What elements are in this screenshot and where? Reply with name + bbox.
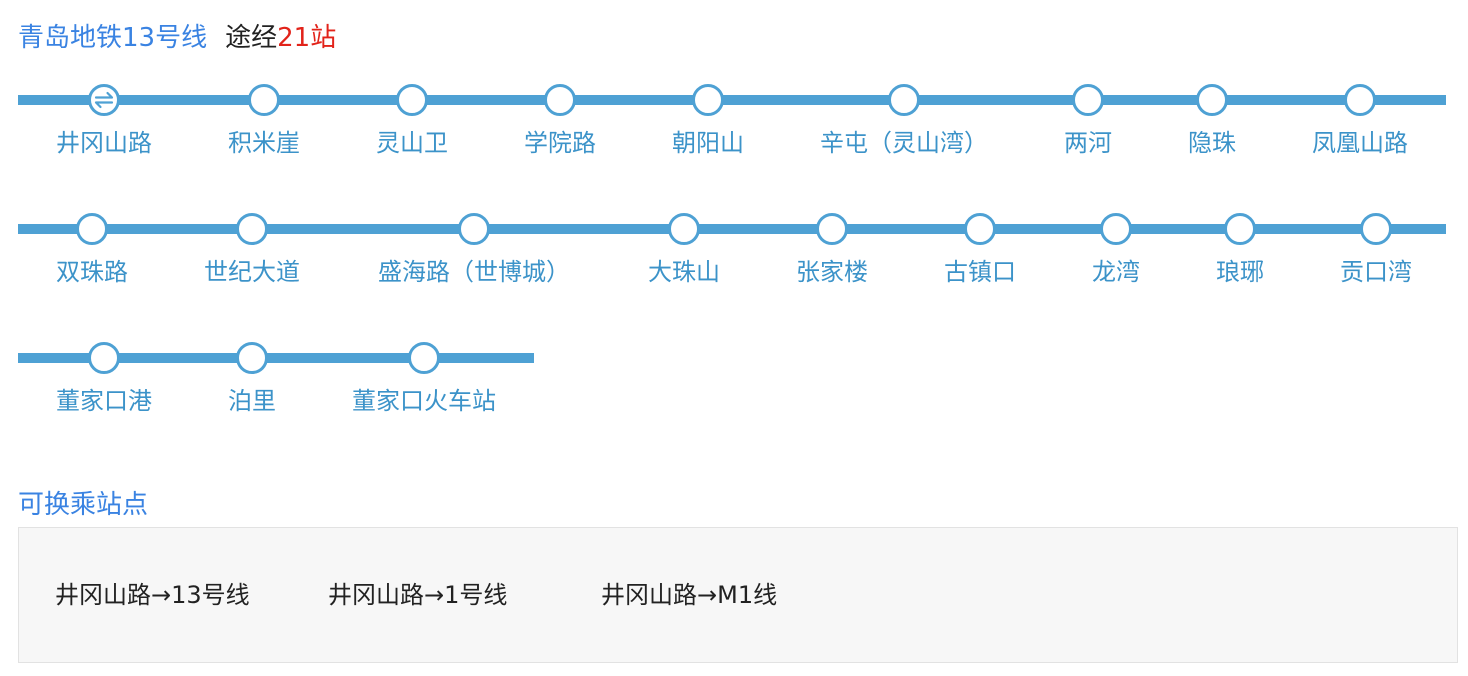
station-item[interactable]: 井冈山路 [18,84,190,174]
station-dot [1196,84,1228,116]
station-item[interactable]: 古镇口 [906,213,1054,303]
station-dot [236,342,268,374]
station-item[interactable]: 龙湾 [1054,213,1178,303]
transfer-item[interactable]: 井冈山路→13号线 [55,581,250,609]
transfer-icon [94,91,114,109]
station-item[interactable]: 学院路 [486,84,634,174]
station-item[interactable]: 大珠山 [610,213,758,303]
station-item[interactable]: 琅琊 [1178,213,1302,303]
station-dot [816,213,848,245]
route-row: 双珠路 世纪大道 盛海路（世博城） 大珠山 张家楼 古镇口 [18,213,1446,342]
via-text: 途经21站 [225,23,336,53]
station-name: 双珠路 [56,258,128,286]
station-name: 积米崖 [228,129,300,157]
station-name: 贡口湾 [1340,258,1412,286]
transfer-panel: 井冈山路→13号线 井冈山路→1号线 井冈山路→M1线 [18,527,1458,663]
station-name: 董家口火车站 [352,387,496,415]
station-dot [396,84,428,116]
station-name: 董家口港 [56,387,152,415]
station-name: 隐珠 [1188,129,1236,157]
station-dot [76,213,108,245]
station-count-suffix: 站 [310,23,337,53]
station-name: 凤凰山路 [1312,129,1408,157]
station-dot [1224,213,1256,245]
transfer-item[interactable]: 井冈山路→M1线 [601,581,778,609]
transfer-section-title: 可换乘站点 [18,490,149,520]
station-dot [888,84,920,116]
transfer-station-dot [88,84,120,116]
route-row: 董家口港 泊里 董家口火车站 [18,342,1446,471]
station-dot [964,213,996,245]
transfer-item[interactable]: 井冈山路→1号线 [328,581,508,609]
station-name: 琅琊 [1216,258,1264,286]
station-dot [1072,84,1104,116]
station-dot [458,213,490,245]
station-dot [1100,213,1132,245]
station-dot [692,84,724,116]
route-diagram: 井冈山路 积米崖 灵山卫 学院路 朝阳山 辛屯（灵山湾） [18,84,1446,471]
station-item[interactable]: 隐珠 [1150,84,1274,174]
station-dot [248,84,280,116]
station-name: 张家楼 [796,258,868,286]
station-item[interactable]: 辛屯（灵山湾） [782,84,1026,174]
station-dot [1344,84,1376,116]
station-item[interactable]: 贡口湾 [1302,213,1446,303]
station-item[interactable]: 世纪大道 [166,213,338,303]
station-dot [88,342,120,374]
station-name: 灵山卫 [376,129,448,157]
station-item[interactable]: 泊里 [190,342,314,432]
station-dot [408,342,440,374]
station-item[interactable]: 凤凰山路 [1274,84,1446,174]
route-row: 井冈山路 积米崖 灵山卫 学院路 朝阳山 辛屯（灵山湾） [18,84,1446,213]
station-name: 大珠山 [648,258,720,286]
station-name: 井冈山路 [56,129,152,157]
line-title: 青岛地铁13号线 [18,23,208,53]
station-item[interactable]: 张家楼 [758,213,906,303]
station-name: 辛屯（灵山湾） [820,129,988,157]
station-name: 泊里 [228,387,276,415]
station-item[interactable]: 积米崖 [190,84,338,174]
station-name: 两河 [1064,129,1112,157]
station-item[interactable]: 董家口火车站 [314,342,534,432]
station-item[interactable]: 盛海路（世博城） [338,213,610,303]
station-item[interactable]: 两河 [1026,84,1150,174]
via-prefix: 途经 [225,23,278,53]
station-name: 世纪大道 [204,258,300,286]
station-dot [544,84,576,116]
station-name: 古镇口 [944,258,1016,286]
page-header: 青岛地铁13号线途经21站 [18,22,336,54]
station-item[interactable]: 朝阳山 [634,84,782,174]
station-item[interactable]: 双珠路 [18,213,166,303]
station-name: 盛海路（世博城） [378,258,570,286]
station-dot [236,213,268,245]
station-dot [1360,213,1392,245]
station-name: 朝阳山 [672,129,744,157]
station-item[interactable]: 董家口港 [18,342,190,432]
station-name: 学院路 [524,129,596,157]
station-dot [668,213,700,245]
station-item[interactable]: 灵山卫 [338,84,486,174]
station-name: 龙湾 [1092,258,1140,286]
station-count: 21 [277,23,311,53]
